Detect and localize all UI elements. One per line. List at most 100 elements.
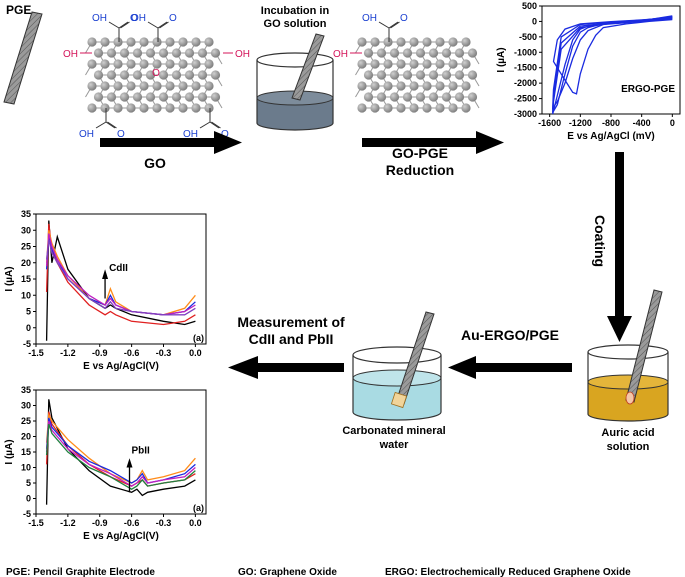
carbon-atom	[363, 48, 374, 58]
y-tick-label: 15	[21, 447, 31, 457]
carboxyl-o-label: O	[221, 129, 229, 140]
step-reduction-label-2: Reduction	[386, 162, 454, 178]
carbon-atom	[396, 81, 406, 91]
x-axis-label: E vs Ag/AgCl (mV)	[567, 131, 654, 142]
series-line-5	[45, 233, 196, 316]
measurement-label-2: CdII and PbII	[249, 331, 334, 347]
carbon-atom	[461, 37, 471, 47]
ergo-pge-label: ERGO-PGE	[621, 84, 675, 95]
carbon-atom	[454, 92, 465, 102]
carbon-atom	[184, 48, 195, 58]
series-line-5	[45, 420, 196, 487]
x-tick-label: -400	[633, 118, 651, 128]
carbon-atom	[370, 103, 380, 113]
carbon-atom	[204, 81, 214, 91]
carbon-atom	[441, 70, 452, 80]
carbon-atom	[370, 81, 380, 91]
carbon-atom	[370, 59, 380, 69]
carbon-atom	[448, 37, 458, 47]
x-axis-label: E vs Ag/AgCl(V)	[83, 361, 159, 372]
carbon-atom	[152, 37, 162, 47]
y-tick-label: 35	[21, 385, 31, 395]
carbon-atom	[100, 37, 110, 47]
carbon-atom	[441, 92, 452, 102]
carbon-atom	[165, 59, 175, 69]
y-tick-label: 500	[522, 1, 537, 11]
carbon-atom	[178, 81, 188, 91]
carbon-atom	[126, 59, 136, 69]
carbon-atom	[191, 103, 201, 113]
carbon-atom	[171, 92, 182, 102]
y-axis-label: I (µA)	[4, 439, 15, 464]
carbon-atom	[191, 37, 201, 47]
carbon-atom	[357, 59, 367, 69]
series-line-4	[552, 17, 673, 95]
y-tick-label: 20	[21, 432, 31, 442]
series-line-6	[45, 239, 196, 316]
carbon-atom	[178, 103, 188, 113]
carbon-atom	[87, 81, 97, 91]
carbon-atom	[357, 81, 367, 91]
carbon-atom	[415, 92, 426, 102]
carbon-atom	[370, 37, 380, 47]
arrow-measurement	[228, 356, 344, 379]
carbon-atom	[178, 37, 188, 47]
carbon-atom	[100, 103, 110, 113]
carbon-atom	[191, 59, 201, 69]
carbon-atom	[126, 81, 136, 91]
carbon-atom	[376, 92, 387, 102]
carbon-atom	[376, 70, 387, 80]
carbon-atom	[396, 103, 406, 113]
y-axis-label: I (µA)	[4, 266, 15, 291]
step-au-ergo-label: Au-ERGO/PGE	[461, 327, 559, 343]
pencil-graphite-electrode	[3, 11, 43, 105]
carbon-atom	[389, 70, 400, 80]
series-line-2	[552, 15, 673, 113]
carbon-atom	[467, 92, 478, 102]
hydroxyl-label-right: OH	[235, 49, 250, 60]
carbon-atom	[204, 37, 214, 47]
legend-ergo: ERGO: Electrochemically Reduced Graphene…	[385, 567, 631, 577]
x-tick-label: -1.5	[28, 518, 44, 528]
y-tick-label: 10	[21, 290, 31, 300]
incubation-label-1: Incubation in	[261, 5, 330, 17]
carboxyl-o-label: O	[400, 13, 408, 24]
carbon-atom	[448, 59, 458, 69]
carbon-atom	[396, 59, 406, 69]
series-line-6	[45, 423, 196, 490]
step-reduction-label-1: GO-PGE	[392, 145, 448, 161]
carbon-atom	[428, 92, 439, 102]
carbon-atom	[389, 92, 400, 102]
carbon-atom	[396, 37, 406, 47]
carbon-atom	[145, 70, 156, 80]
y-tick-label: 15	[21, 274, 31, 284]
x-tick-label: -0.3	[156, 518, 172, 528]
y-tick-label: 35	[21, 209, 31, 219]
carbon-atom	[204, 103, 214, 113]
x-tick-label: 0	[670, 118, 675, 128]
carbon-atom	[106, 48, 117, 58]
carbon-atom	[210, 70, 221, 80]
x-tick-label: -0.3	[156, 348, 172, 358]
carbon-atom	[409, 81, 419, 91]
carboxyl-oh-label: OH	[131, 13, 146, 24]
carbon-atom	[113, 81, 123, 91]
x-tick-label: -1600	[538, 118, 561, 128]
mineral-water-beaker	[352, 311, 442, 421]
carbon-atom	[197, 70, 208, 80]
y-tick-label: 10	[21, 463, 31, 473]
carbon-atom	[435, 81, 445, 91]
carbon-atom	[422, 59, 432, 69]
carbon-atom	[152, 81, 162, 91]
y-tick-label: 25	[21, 242, 31, 252]
y-tick-label: 30	[21, 225, 31, 235]
carbon-atom	[126, 37, 136, 47]
carbon-atom	[448, 103, 458, 113]
x-axis-label: E vs Ag/AgCl(V)	[83, 531, 159, 542]
y-tick-label: 30	[21, 401, 31, 411]
panel-tag: (a)	[193, 333, 204, 343]
y-tick-label: -1000	[514, 47, 537, 57]
panel-tag: (a)	[193, 503, 204, 513]
